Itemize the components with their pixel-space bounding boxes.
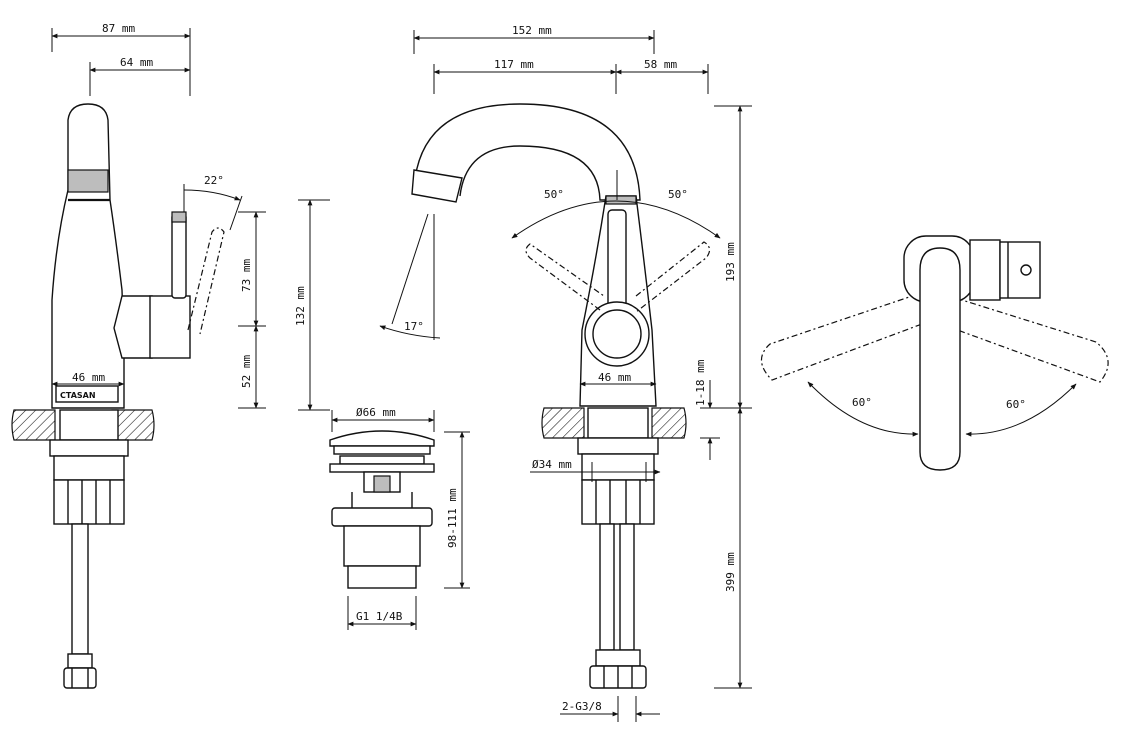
top-cartridge xyxy=(969,239,1001,301)
dim-58: 58 mm xyxy=(644,58,677,71)
dim-34: Ø34 mm xyxy=(532,458,572,471)
front-hose-left xyxy=(599,523,615,651)
dim-98-111: 98-111 mm xyxy=(446,488,459,548)
top-lever-right-swing xyxy=(929,289,1109,383)
front-view: 152 mm 117 mm 58 mm 17° 50° 50° 46 mm xyxy=(379,24,752,722)
angle-50-left: 50° xyxy=(544,188,564,201)
waste-view: 132 mm Ø66 mm 98-111 mm G1 1/4B xyxy=(294,199,470,630)
dim-399: 399 mm xyxy=(724,552,737,592)
front-spout xyxy=(413,103,641,201)
dim-46-left: 46 mm xyxy=(72,371,105,384)
dim-52: 52 mm xyxy=(240,355,253,388)
top-screw-hole xyxy=(1020,264,1032,276)
dim-152: 152 mm xyxy=(512,24,552,37)
angle-22: 22° xyxy=(204,174,224,187)
dim-66: Ø66 mm xyxy=(356,406,396,419)
front-lever-left-swing xyxy=(525,243,605,311)
angle-60-left: 60° xyxy=(852,396,872,409)
thread-g114: G1 1/4B xyxy=(356,610,403,623)
countertop-right-a xyxy=(541,407,585,439)
side-nut xyxy=(53,455,125,481)
dim-132: 132 mm xyxy=(294,286,307,326)
side-hose xyxy=(71,523,89,655)
side-brand-label: CTASAN xyxy=(60,391,96,400)
front-nut xyxy=(581,453,655,481)
side-lever-tilted xyxy=(187,227,225,335)
side-nut-top xyxy=(49,439,129,457)
dim-46-right: 46 mm xyxy=(598,371,631,384)
front-hose-right xyxy=(619,523,635,651)
front-lever-stem xyxy=(607,209,627,311)
dim-117: 117 mm xyxy=(494,58,534,71)
dim-87: 87 mm xyxy=(102,22,135,35)
side-lever-hub xyxy=(113,295,153,359)
dim-73: 73 mm xyxy=(240,259,253,292)
top-lever-left-swing xyxy=(760,289,939,381)
side-aerator-band xyxy=(67,169,109,193)
side-lever-cap xyxy=(149,295,191,359)
waste-cap xyxy=(329,430,435,447)
thread-g38: 2-G3/8 xyxy=(562,700,602,713)
countertop-left-a xyxy=(11,409,56,441)
dim-1-18: 1-18 mm xyxy=(694,359,707,406)
dim-193: 193 mm xyxy=(724,242,737,282)
angle-17: 17° xyxy=(404,320,424,333)
side-view: CTASAN 87 mm 64 mm 22° xyxy=(11,22,266,689)
side-shank-upper xyxy=(59,409,119,441)
angle-60-right: 60° xyxy=(1006,398,1026,411)
waste-tail xyxy=(347,565,417,589)
side-body xyxy=(51,103,125,409)
waste-body xyxy=(343,525,421,567)
top-view: 60° 60° xyxy=(760,235,1109,471)
waste-flange xyxy=(331,507,433,527)
front-shank-upper xyxy=(587,407,649,439)
dim-64: 64 mm xyxy=(120,56,153,69)
front-nut-top xyxy=(577,437,659,455)
side-hose-fitting xyxy=(67,653,93,669)
front-lever-hub xyxy=(584,301,650,367)
angle-50-right: 50° xyxy=(668,188,688,201)
front-lever-right-swing xyxy=(635,241,711,313)
countertop-right-b xyxy=(651,407,687,439)
side-hose-nut xyxy=(63,667,97,689)
side-lever-stem xyxy=(171,213,187,299)
top-lever xyxy=(919,247,961,471)
side-nut-lower xyxy=(53,479,125,525)
front-nut-lower xyxy=(581,479,655,525)
top-lever-cap xyxy=(999,241,1041,299)
countertop-left-b xyxy=(111,409,155,441)
front-spout-tip xyxy=(411,169,463,203)
